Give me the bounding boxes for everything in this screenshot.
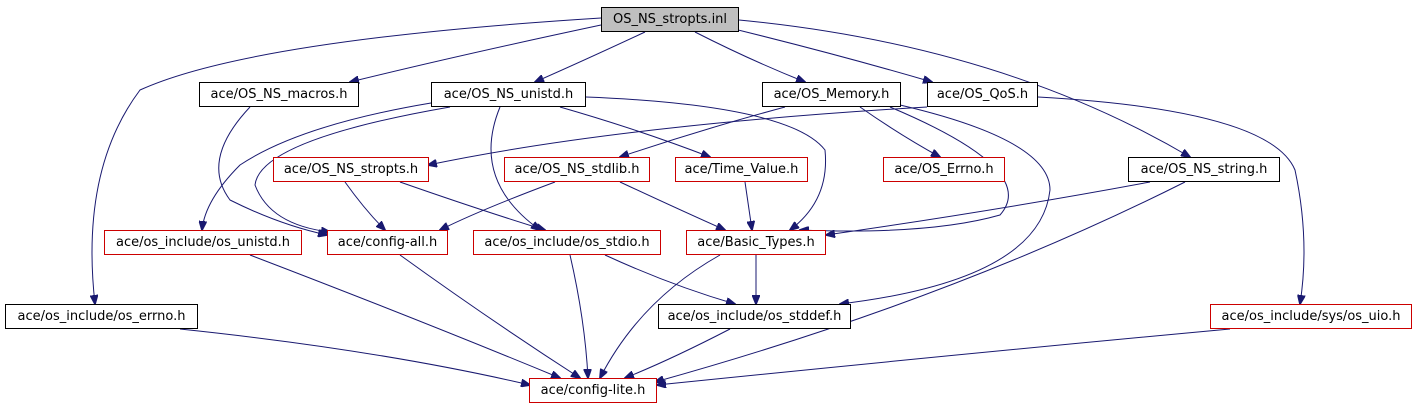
node-config-lite[interactable]: ace/config-lite.h — [529, 378, 657, 403]
edges — [92, 17, 1304, 385]
edge-osunistd-configlite — [249, 254, 560, 378]
node-sys-os-uio[interactable]: ace/os_include/sys/os_uio.h — [1210, 304, 1412, 329]
edge-root-macros — [350, 24, 602, 82]
edge-root-memory — [694, 31, 805, 82]
edge-memory-oserrno — [859, 106, 940, 157]
node-os-include-errno[interactable]: ace/os_include/os_errno.h — [5, 304, 198, 329]
node-config-all[interactable]: ace/config-all.h — [327, 230, 448, 255]
edge-uio-configlite — [657, 328, 1231, 385]
node-os-errno[interactable]: ace/OS_Errno.h — [883, 157, 1005, 182]
edge-unistd-osunistd — [202, 102, 432, 230]
edge-memory-stddef — [840, 104, 1051, 304]
edge-unistd-timevalue — [559, 106, 710, 157]
edge-unistd-basic — [585, 96, 827, 230]
node-os-include-stdio[interactable]: ace/os_include/os_stdio.h — [473, 230, 661, 255]
edge-stdio-configlite — [569, 254, 588, 378]
node-os-ns-stdlib[interactable]: ace/OS_NS_stdlib.h — [504, 157, 650, 182]
node-os-ns-unistd[interactable]: ace/OS_NS_unistd.h — [431, 82, 586, 107]
edge-stropts-stdio — [399, 181, 545, 230]
edge-qos-uio — [1037, 96, 1304, 304]
node-os-memory[interactable]: ace/OS_Memory.h — [762, 82, 901, 107]
edge-stddef-configlite — [625, 328, 731, 378]
node-os-include-unistd[interactable]: ace/os_include/os_unistd.h — [104, 230, 302, 255]
node-os-include-stddef[interactable]: ace/os_include/os_stddef.h — [658, 304, 851, 329]
edge-unistd-stdio — [490, 106, 540, 230]
edge-oserrno-configlite — [179, 328, 530, 385]
edge-stdio-stddef — [604, 254, 735, 304]
edge-basic-configlite — [600, 254, 721, 378]
edge-timevalue-basic — [744, 181, 752, 230]
edge-configall-configlite — [399, 254, 580, 378]
root-node: OS_NS_stropts.inl — [601, 7, 739, 32]
edge-stdlib-configall — [440, 181, 556, 230]
edge-qos-stropts — [428, 106, 928, 165]
edge-stdlib-basic — [619, 181, 725, 230]
node-os-ns-string[interactable]: ace/OS_NS_string.h — [1128, 157, 1280, 182]
edge-memory-basic — [800, 106, 1009, 231]
node-os-qos[interactable]: ace/OS_QoS.h — [927, 82, 1038, 107]
edge-string-basic — [826, 181, 1151, 235]
edge-root-unistd — [535, 31, 646, 82]
edge-memory-stdlib — [620, 106, 786, 157]
edge-root-oserrno — [92, 17, 602, 304]
node-os-ns-macros[interactable]: ace/OS_NS_macros.h — [199, 82, 359, 107]
edge-string-configlite — [655, 181, 1186, 382]
edge-root-string — [738, 19, 1190, 157]
edge-unistd-configall — [254, 106, 451, 232]
node-os-ns-stropts[interactable]: ace/OS_NS_stropts.h — [273, 157, 429, 182]
edge-stropts-configall — [344, 181, 385, 230]
node-time-value[interactable]: ace/Time_Value.h — [675, 157, 808, 182]
edge-macros-configall — [218, 106, 327, 235]
edge-root-qos — [729, 27, 932, 82]
node-basic-types[interactable]: ace/Basic_Types.h — [686, 230, 826, 255]
